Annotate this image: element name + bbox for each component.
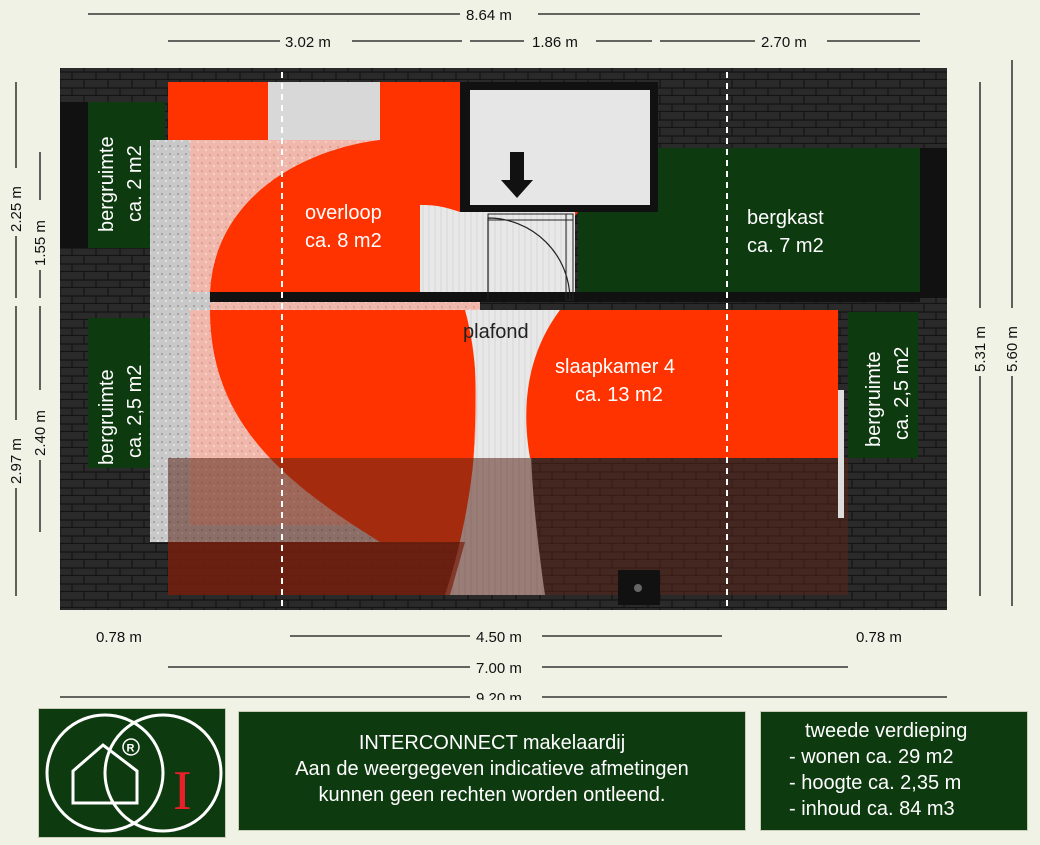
- storage-right: [848, 312, 918, 458]
- floor-plan: overloop ca. 8 m2 bergkast ca. 7 m2 plaf…: [8, 7, 1021, 700]
- logo-mark-icon: R I: [45, 713, 223, 833]
- bergkast-area: ca. 7 m2: [747, 235, 824, 257]
- dim-bottom-left: 0.78 m: [96, 629, 142, 646]
- divider-wall: [165, 292, 920, 302]
- dim-bottom-total: 9.20 m: [476, 690, 522, 700]
- kitchen-counter: [268, 82, 380, 140]
- door-arc: [487, 217, 571, 301]
- dim-right-outer: 5.60 m: [1004, 326, 1021, 372]
- stats-title: tweede verdieping: [805, 720, 968, 742]
- dim-top-right: 2.70 m: [761, 34, 807, 51]
- slaapkamer-name: slaapkamer 4: [555, 356, 675, 378]
- wall-right: [920, 148, 947, 298]
- berg-bottom-left-name: bergruimte: [96, 369, 118, 465]
- stats-wonen: - wonen ca. 29 m2: [789, 746, 954, 768]
- stair-arrow-icon: [501, 152, 533, 198]
- stair-landing: [420, 205, 575, 300]
- dim-left-inner-bottom: 2.40 m: [32, 410, 49, 456]
- berg-right-area: ca. 2,5 m2: [891, 347, 913, 440]
- disclaimer-line-1: INTERCONNECT makelaardij: [358, 732, 626, 754]
- dim-top-total: 8.64 m: [466, 7, 512, 24]
- door-frame-right: [565, 213, 574, 301]
- dim-bottom-right: 0.78 m: [856, 629, 902, 646]
- berg-top-left-name: bergruimte: [96, 136, 118, 232]
- dim-left-outer-bottom: 2.97 m: [8, 438, 25, 484]
- overloop-area: ca. 8 m2: [305, 230, 382, 252]
- floor-stats-panel: tweede verdieping - wonen ca. 29 m2 - ho…: [760, 711, 1028, 831]
- roof-window-knob: [634, 584, 642, 592]
- dim-top-left: 3.02 m: [285, 34, 331, 51]
- logo-letter: I: [173, 760, 192, 822]
- lower-red-left: [168, 542, 465, 595]
- disclaimer-line-3: kunnen geen rechten worden ontleend.: [318, 784, 666, 806]
- dim-bottom-mid: 4.50 m: [476, 629, 522, 646]
- overloop-name: overloop: [305, 202, 382, 224]
- storage-bottom-left: [88, 318, 150, 468]
- stairwell-inner: [470, 90, 650, 205]
- red-top-strip-2: [380, 82, 460, 140]
- stats-hoogte: - hoogte ca. 2,35 m: [789, 772, 962, 794]
- dim-top-mid: 1.86 m: [532, 34, 578, 51]
- slaapkamer-area: ca. 13 m2: [575, 384, 663, 406]
- slaapkamer-floor: [526, 310, 838, 458]
- dim-bottom-inner: 7.00 m: [476, 660, 522, 677]
- dim-left-outer-top: 2.25 m: [8, 186, 25, 232]
- berg-top-left-area: ca. 2 m2: [124, 145, 146, 222]
- plafond-label: plafond: [463, 321, 529, 343]
- disclaimer-panel: INTERCONNECT makelaardij Aan de weergege…: [238, 711, 746, 831]
- red-top-strip: [168, 82, 268, 140]
- dim-left-inner-top: 1.55 m: [32, 220, 49, 266]
- disclaimer-line-2: Aan de weergegeven indicatieve afmetinge…: [295, 758, 689, 780]
- storage-door: [838, 390, 844, 518]
- bergkast-name: bergkast: [747, 207, 824, 229]
- divider-gravel: [165, 292, 210, 310]
- berg-right-name: bergruimte: [863, 351, 885, 447]
- wall-left-top: [60, 102, 88, 248]
- dim-right-inner: 5.31 m: [972, 326, 989, 372]
- berg-bottom-left-area: ca. 2,5 m2: [124, 365, 146, 458]
- stats-inhoud: - inhoud ca. 84 m3: [789, 798, 955, 820]
- registered-mark: R: [127, 743, 135, 755]
- company-logo: R I: [38, 708, 226, 838]
- overloop-floor-2: [210, 140, 460, 300]
